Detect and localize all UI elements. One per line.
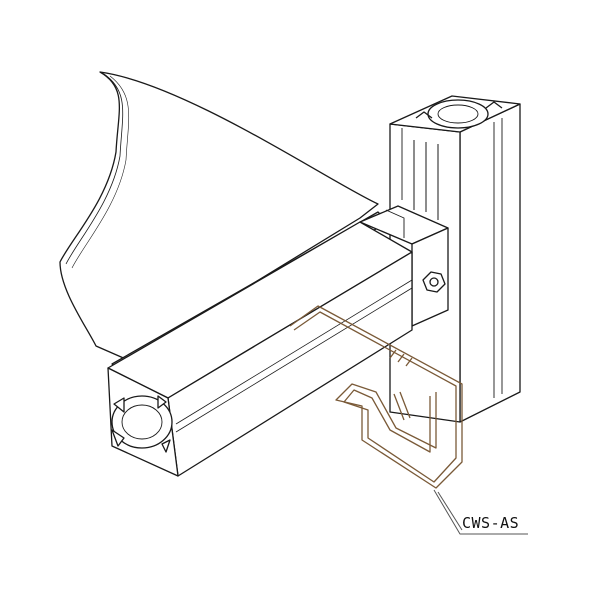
- hex-bolt: [422, 271, 446, 293]
- connector-block: [359, 205, 449, 327]
- callout-leader: [433, 489, 528, 535]
- wire-clip: [289, 305, 463, 489]
- callout-label: CWS-AS: [462, 514, 519, 532]
- horizontal-beam: [107, 221, 413, 477]
